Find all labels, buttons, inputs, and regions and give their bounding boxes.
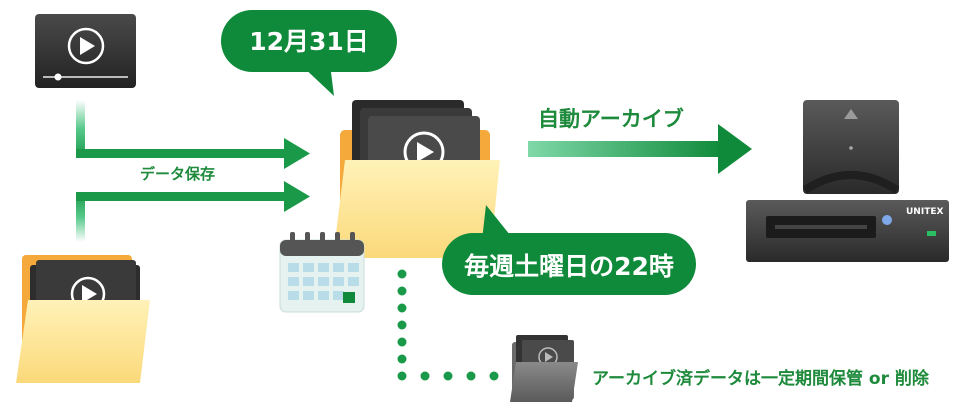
schedule-bubble xyxy=(442,205,696,295)
video-player-icon xyxy=(35,14,136,88)
data-save-arrow-top xyxy=(76,100,310,169)
device-brand-label: UNITEX xyxy=(906,207,944,217)
auto-archive-arrow xyxy=(528,124,752,174)
data-save-arrow-bottom xyxy=(76,181,310,242)
data-save-label: データ保存 xyxy=(140,165,216,183)
video-folder-icon xyxy=(16,255,150,383)
central-video-folder-icon xyxy=(333,100,500,258)
auto-archive-label: 自動アーカイブ xyxy=(538,107,684,131)
date-label: 12月31日 xyxy=(249,27,369,56)
date-bubble xyxy=(221,10,397,96)
archived-folder-icon xyxy=(510,335,578,402)
calendar-icon xyxy=(279,232,365,313)
lto-tape-drive-icon xyxy=(746,100,949,262)
schedule-label: 毎週土曜日の22時 xyxy=(464,252,674,281)
archived-note-label: アーカイブ済データは一定期間保管 or 削除 xyxy=(592,369,929,389)
archive-dotted-line xyxy=(397,269,499,381)
